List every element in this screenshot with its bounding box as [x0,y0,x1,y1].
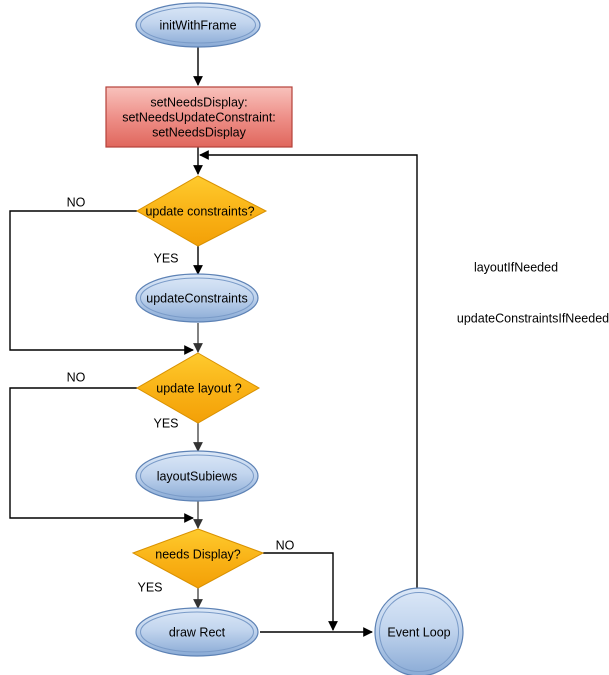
node-needs-display-question[interactable]: needs Display? [131,528,265,589]
needs-display-question-shape [131,528,265,589]
set-needs-display-shape [105,86,293,148]
init-with-frame-inner-ring [140,6,256,44]
update-layout-question-label: update layout ? [156,381,242,395]
node-set-needs-display[interactable]: setNeedsDisplay: setNeedsUpdateConstrain… [105,86,293,148]
draw-rect-shape [135,607,259,657]
update-constraints-inner-ring [140,277,254,319]
event-loop-inner-ring [379,592,459,672]
edge-label-constraints-no: NO [67,195,86,209]
node-update-constraints[interactable]: updateConstraints [135,273,259,323]
edge-constraints-no [9,210,194,355]
set-needs-display-line-2: setNeedsUpdateConstraint: [122,110,276,124]
node-event-loop[interactable]: Event Loop [374,587,464,675]
update-constraints-question-shape [135,175,268,247]
edge-display-no [263,552,338,631]
update-constraints-question-label: update constraints? [145,204,254,218]
node-update-layout-question[interactable]: update layout ? [135,352,261,424]
needs-display-question-label: needs Display? [155,547,241,561]
node-draw-rect[interactable]: draw Rect [135,607,259,657]
note-layout-if-needed: layoutIfNeeded [474,260,558,274]
layout-subviews-label: layoutSubiews [157,469,238,483]
edge-label-display-yes: YES [137,580,162,594]
update-constraints-label: updateConstraints [146,291,247,305]
edge-eventloop-loopback [199,150,418,592]
set-needs-display-line-1: setNeedsDisplay: [150,95,247,109]
edge-label-display-no: NO [276,538,295,552]
node-layout-subviews[interactable]: layoutSubiews [135,450,259,502]
init-with-frame-label: initWithFrame [159,18,236,32]
edge-layout-no [9,387,194,523]
draw-rect-label: draw Rect [169,625,226,639]
layout-subviews-inner-ring [140,454,254,498]
draw-rect-inner-ring [140,611,254,653]
layout-subviews-shape [135,450,259,502]
init-with-frame-shape [135,2,261,48]
edge-label-layout-yes: YES [153,416,178,430]
edge-label-layout-no: NO [67,370,86,384]
set-needs-display-line-3: setNeedsDisplay [152,125,247,139]
node-update-constraints-question[interactable]: update constraints? [135,175,268,247]
edge-label-constraints-yes: YES [153,251,178,265]
node-init-with-frame[interactable]: initWithFrame [135,2,261,48]
update-constraints-shape [135,273,259,323]
update-layout-question-shape [135,352,261,424]
note-update-constraints-if-needed: updateConstraintsIfNeeded [457,311,609,325]
event-loop-label: Event Loop [387,625,450,639]
event-loop-shape [374,587,464,675]
